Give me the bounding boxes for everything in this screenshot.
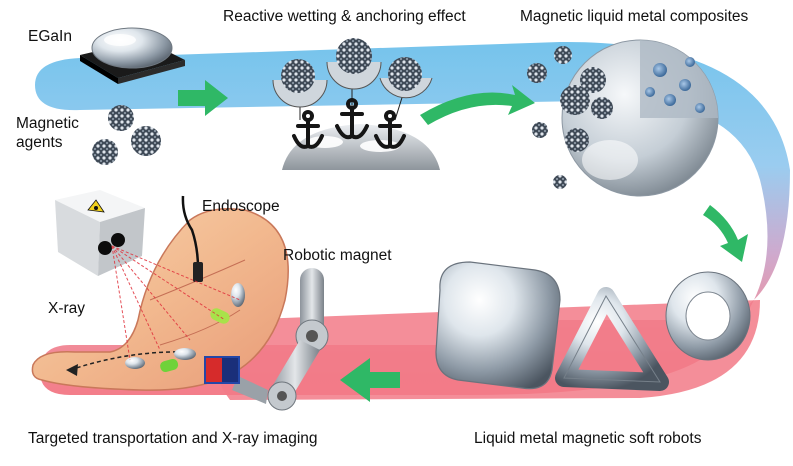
arrow-1 [178,80,228,116]
egain-droplet [80,27,185,84]
anchor-icon [335,98,369,140]
anchor-icon [292,110,324,149]
label-xray: X-ray [48,300,86,317]
label-reactive-wetting: Reactive wetting & anchoring effect [223,8,466,25]
label-egain: EGaIn [28,28,72,45]
anchor-icon [374,110,406,149]
xray-source [55,190,241,361]
robotic-magnet-arm [204,268,329,411]
flow-arrows [178,80,748,402]
label-endoscope: Endoscope [202,198,280,215]
anchoring-illustration [272,38,440,170]
endoscope [181,195,203,282]
label-composites: Magnetic liquid metal composites [520,8,749,25]
label-soft-robots: Liquid metal magnetic soft robots [474,430,702,447]
arrow-2 [420,85,535,125]
arrow-3 [703,205,748,262]
arrow-4 [340,358,400,402]
soft-robots [435,261,751,391]
label-agents: agents [16,134,63,151]
label-magnetic: Magnetic [16,115,79,132]
label-robotic-magnet: Robotic magnet [283,247,392,264]
label-targeted-transport: Targeted transportation and X-ray imagin… [28,430,318,447]
composite-sphere [527,39,719,197]
magnetic-agent-particles [92,105,161,165]
